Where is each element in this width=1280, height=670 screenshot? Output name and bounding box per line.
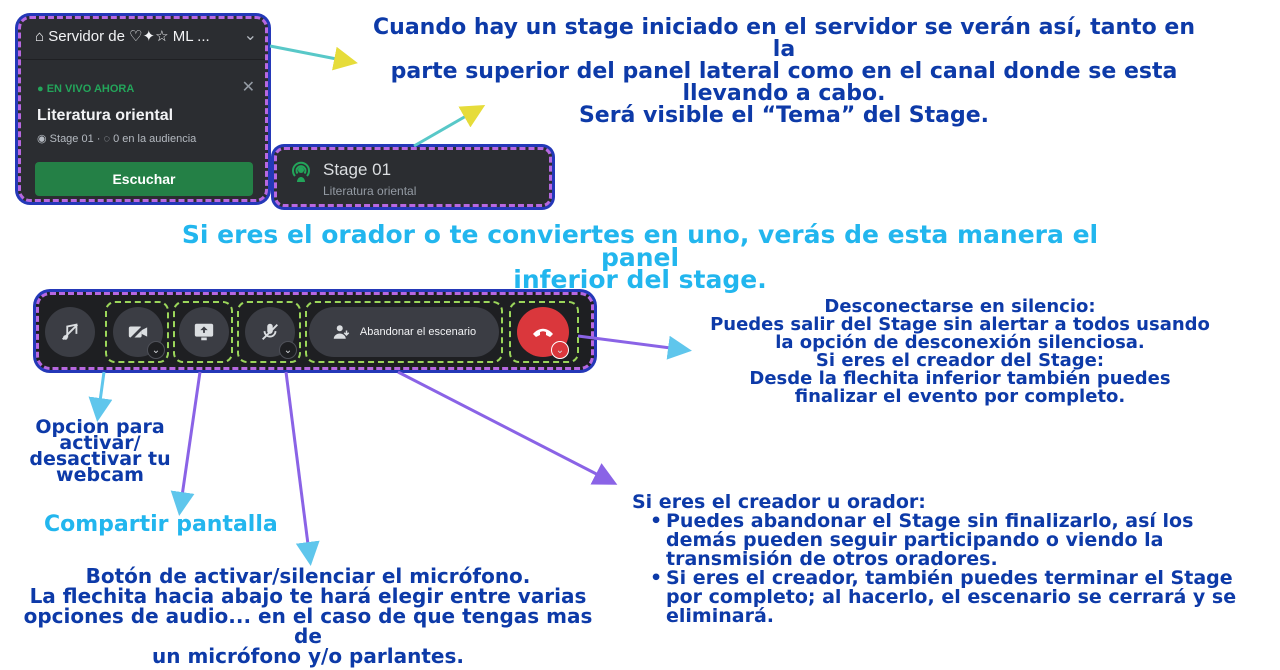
arrow-disconnect <box>577 334 692 360</box>
leave-stage-label: Abandonar el escenario <box>359 326 477 338</box>
highlight-hangup <box>509 301 579 363</box>
screen-share-note: Compartir pantalla <box>44 512 278 537</box>
music-off-icon <box>62 323 78 340</box>
disconnect-options-chevron-icon[interactable]: ⌄ <box>551 341 569 359</box>
stage-channel-item[interactable]: Stage 01 Literatura oriental <box>274 147 552 207</box>
leave-stage-button[interactable]: Abandonar el escenario <box>309 307 499 357</box>
arrow-leave <box>397 370 618 485</box>
channel-name: Stage 01 <box>323 160 392 179</box>
arrow-mic <box>284 371 320 566</box>
bar-heading: Si eres el orador o te conviertes en uno… <box>181 220 1099 294</box>
disconnect-note: Desconectarse en silencio: Puedes salir … <box>710 296 1210 407</box>
leave-people-icon <box>333 325 350 339</box>
home-icon: ⌂ <box>35 28 45 45</box>
listen-button[interactable]: Escuchar <box>35 162 253 196</box>
mic-note: Botón de activar/silenciar el micrófono.… <box>23 564 593 668</box>
mic-toggle-button[interactable]: ⌄ <box>245 307 297 359</box>
disconnect-button[interactable]: ⌄ <box>517 307 569 359</box>
chevron-down-icon[interactable]: ⌄ <box>243 25 257 44</box>
channel-topic: Literatura oriental <box>323 184 417 198</box>
server-stage-panel: ⌂ Servidor de ♡✦☆ ML ... ⌄ ● EN VIVO AHO… <box>18 16 268 202</box>
stage-meta: ◉ Stage 01 · ◌ 0 en la audiencia <box>37 133 197 145</box>
highlight-webcam <box>105 301 169 363</box>
camera-options-chevron-icon[interactable]: ⌄ <box>147 341 165 359</box>
server-header[interactable]: ⌂ Servidor de ♡✦☆ ML ... <box>35 27 210 45</box>
stage-broadcast-icon <box>292 161 310 182</box>
stage-topic: Literatura oriental <box>37 107 174 124</box>
orator-note: Si eres el creador u orador: • Puedes ab… <box>632 491 1237 627</box>
camera-off-icon <box>128 322 148 342</box>
divider <box>21 59 265 60</box>
webcam-note: Opcion para activar/ desactivar tu webca… <box>29 416 171 487</box>
arrow-webcam <box>88 371 113 422</box>
webcam-toggle-button[interactable]: ⌄ <box>113 307 165 359</box>
highlight-screen <box>173 301 233 363</box>
arrow-screen <box>170 371 202 516</box>
server-name: Servidor de ♡✦☆ ML ... <box>48 28 210 45</box>
mic-off-icon <box>262 323 278 340</box>
live-badge: ● EN VIVO AHORA <box>37 83 135 95</box>
stage-control-bar: ⌄ ⌄ Abandonar el escenario ⌄ <box>36 292 594 370</box>
hang-up-icon <box>533 328 553 337</box>
broadcast-icon: ◉ <box>37 133 47 145</box>
screen-share-icon <box>194 323 214 341</box>
close-icon[interactable]: ✕ <box>241 77 255 96</box>
audio-options-chevron-icon[interactable]: ⌄ <box>279 341 297 359</box>
arrow-channel <box>413 105 486 148</box>
highlight-mic <box>237 301 301 363</box>
highlight-leave <box>305 301 503 363</box>
arrow-panel <box>269 44 358 71</box>
screen-share-button[interactable] <box>179 307 229 357</box>
sound-toggle-button[interactable] <box>45 307 95 357</box>
top-note: Cuando hay un stage iniciado en el servi… <box>373 15 1195 128</box>
